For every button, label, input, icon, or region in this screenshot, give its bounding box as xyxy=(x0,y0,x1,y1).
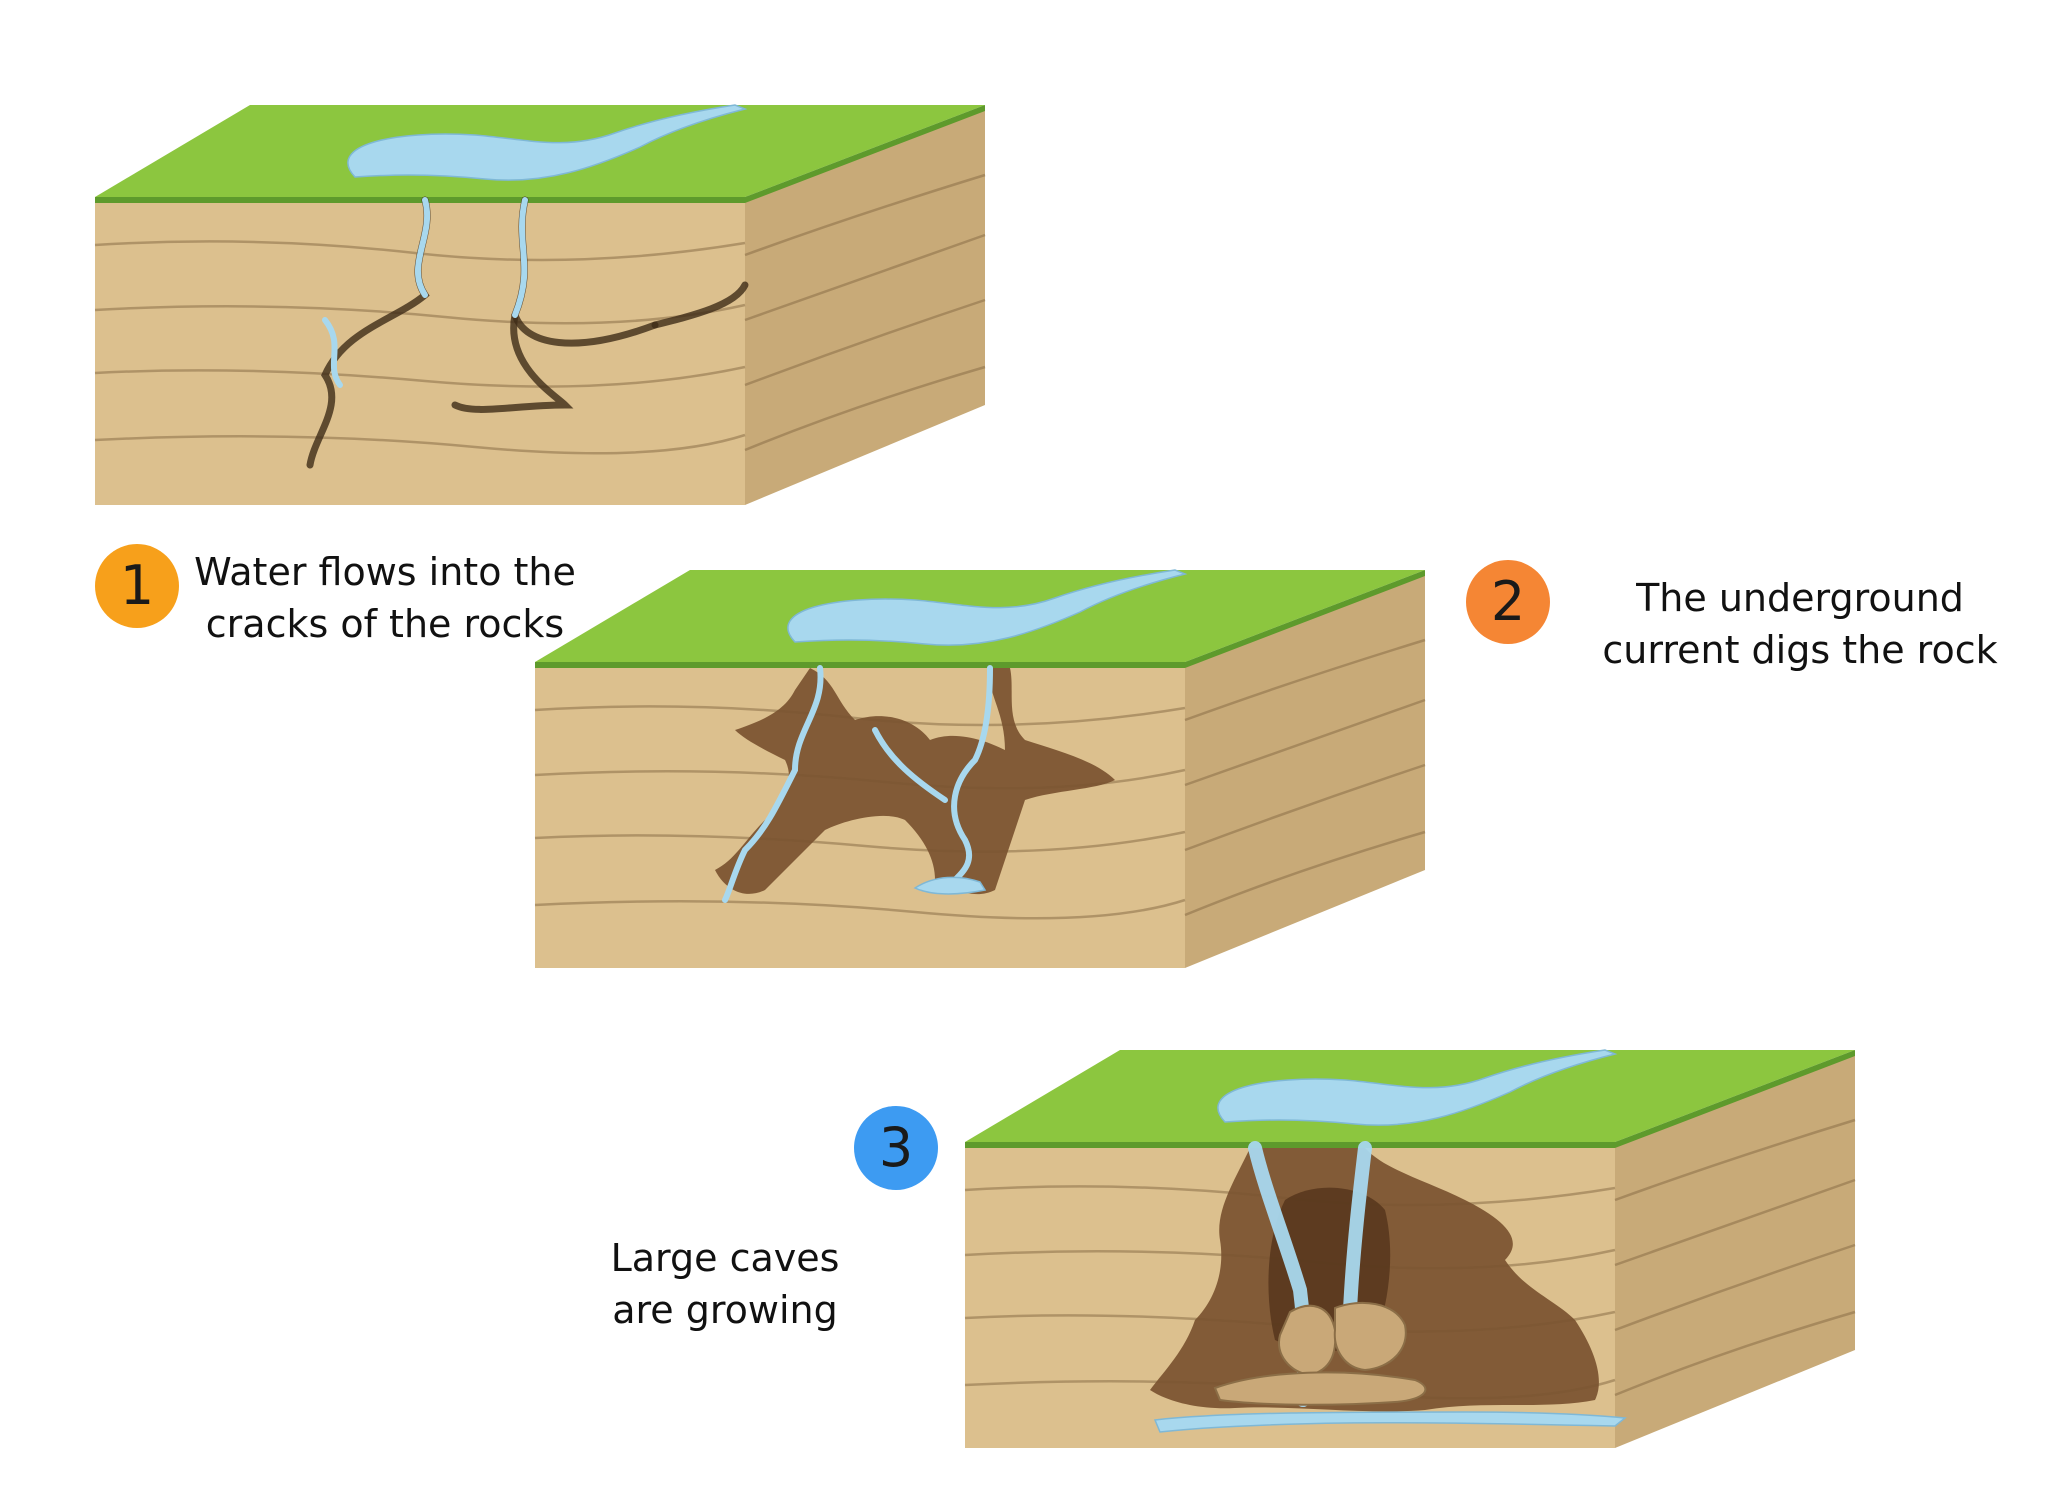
block-side-face xyxy=(1615,1056,1855,1448)
step-3-caption-line-2: are growing xyxy=(612,1288,838,1332)
step-2-caption: The underground current digs the rock xyxy=(1580,572,2020,676)
cave-floor-stream xyxy=(1153,1411,1627,1433)
surface-river xyxy=(1217,1049,1618,1126)
water-in-cracks xyxy=(322,197,528,388)
step-1-badge: 1 xyxy=(95,544,179,628)
step-1-number: 1 xyxy=(119,554,155,617)
step-1-caption-line-2: cracks of the rocks xyxy=(205,602,565,646)
step-2-caption-line-1: The underground xyxy=(1636,576,1964,620)
step-1-caption-line-1: Water flows into the xyxy=(194,550,576,594)
step-3-number: 3 xyxy=(878,1116,914,1179)
step-3-caption: Large caves are growing xyxy=(590,1232,860,1336)
step-3-caption-line-1: Large caves xyxy=(610,1236,840,1280)
block-side-face xyxy=(745,111,985,505)
step-2-badge: 2 xyxy=(1466,560,1550,644)
step-1-caption: Water flows into the cracks of the rocks xyxy=(180,546,590,650)
rock-strata-lines xyxy=(94,173,986,455)
surface-river xyxy=(787,569,1188,646)
step-3-badge: 3 xyxy=(854,1106,938,1190)
surface-river xyxy=(347,104,748,181)
pooled-water xyxy=(913,876,987,895)
step-2-caption-line-2: current digs the rock xyxy=(1602,628,1998,672)
block-side-face xyxy=(1185,576,1425,968)
step-2-number: 2 xyxy=(1490,570,1526,633)
underground-streams xyxy=(722,665,993,903)
block-front-face xyxy=(95,203,745,505)
cave-boulders xyxy=(1213,1301,1427,1406)
